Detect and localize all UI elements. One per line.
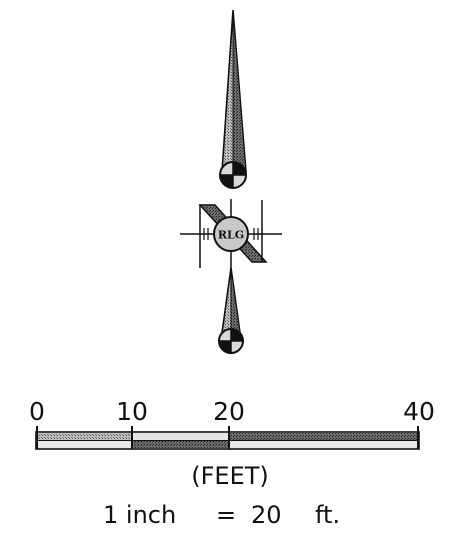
scale-text-unit: ft. — [315, 501, 340, 529]
north-needle-bottom — [218, 267, 244, 354]
north-needle-top — [219, 9, 247, 189]
units-label: (FEET) — [191, 462, 269, 490]
scale-segment-20-40-bottom — [229, 441, 418, 448]
scale-segment-0-10-bottom — [37, 441, 132, 448]
scale-tick-label-10: 10 — [116, 397, 148, 426]
center-emblem: RLG — [180, 199, 282, 268]
scale-text-equals: = — [216, 501, 236, 529]
scale-tick-label-20: 20 — [213, 397, 245, 426]
north-arrow-icon: RLG — [180, 9, 282, 354]
scale-segment-10-20-bottom — [132, 441, 229, 448]
monogram-text: RLG — [218, 229, 244, 242]
scale-segment-0-10-top — [37, 433, 132, 440]
scale-segment-20-40-top — [229, 433, 418, 440]
scale-tick-label-0: 0 — [29, 397, 45, 426]
scale-text-value: 20 — [251, 501, 282, 529]
scale-text-prefix: 1 inch — [103, 501, 176, 529]
scale-bar: 0 10 20 40 (FEET) 1 inch = 20 ft. — [29, 397, 435, 529]
scale-segment-10-20-top — [132, 433, 229, 440]
scale-tick-label-40: 40 — [403, 397, 435, 426]
